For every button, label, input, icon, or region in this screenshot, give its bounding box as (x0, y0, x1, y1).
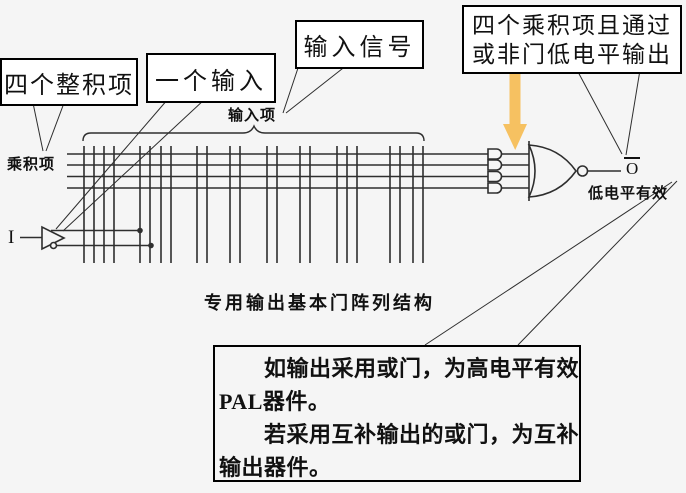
output-o-overline-text: O (624, 157, 641, 178)
leader-input-signal (282, 64, 348, 114)
output-o-label: O (624, 157, 641, 180)
connection-dot (137, 227, 143, 234)
nor-gate-body-icon (527, 144, 577, 198)
leader-product-terms (32, 102, 65, 152)
note-line: 输出器件。 (219, 455, 332, 480)
leader-nor-callout (576, 69, 641, 156)
leader-note-box (424, 180, 678, 346)
and-array-grid (67, 146, 488, 263)
note-line: 如输出采用或门，为高电平有效 (219, 356, 580, 381)
callout-four-product-terms: 四个整积项 (0, 58, 138, 106)
product-term-rows-label: 乘积项 (7, 156, 56, 173)
connection-dot (148, 242, 154, 249)
callout-input-signal-text: 输入信号 (303, 35, 416, 61)
note-line: PAL器件。 (219, 389, 331, 414)
input-terms-brace (82, 124, 425, 142)
input-columns-label: 输入项 (228, 107, 277, 124)
orange-down-arrow-icon (503, 70, 527, 150)
array-vertical-lines (83, 146, 424, 263)
and-gate-icon (487, 182, 503, 194)
callout-nor-output-line1: 四个乘积项且通过 (472, 12, 672, 38)
nor-gate-bubble-icon (576, 165, 589, 177)
callout-one-input-text: 一个输入 (155, 68, 267, 95)
input-i-label: I (8, 227, 15, 248)
callout-leader-lines (32, 64, 678, 346)
note-box: 如输出采用或门，为高电平有效 PAL器件。 若采用互补输出的或门，为互补 输出器… (213, 345, 581, 482)
note-line: 若采用互补输出的或门，为互补 (219, 422, 580, 447)
and-gate-output-wires (501, 153, 529, 189)
nor-gate (527, 141, 621, 201)
callout-nor-output: 四个乘积项且通过 或非门低电平输出 (462, 5, 682, 74)
input-buffer (20, 225, 154, 251)
and-gates (487, 148, 529, 194)
callout-nor-output-line2: 或非门低电平输出 (472, 41, 672, 67)
and-gate-icon (487, 148, 503, 160)
diagram-caption: 专用输出基本门阵列结构 (204, 293, 435, 313)
and-gate-icon (487, 170, 503, 183)
callout-input-signal: 输入信号 (295, 20, 424, 69)
buffer-invert-bubble-icon (49, 241, 58, 250)
active-low-label: 低电平有效 (588, 185, 669, 202)
product-term-lines (67, 153, 488, 189)
and-gate-icon (487, 159, 503, 171)
callout-four-product-terms-text: 四个整积项 (4, 72, 134, 99)
callout-one-input: 一个输入 (146, 53, 276, 103)
